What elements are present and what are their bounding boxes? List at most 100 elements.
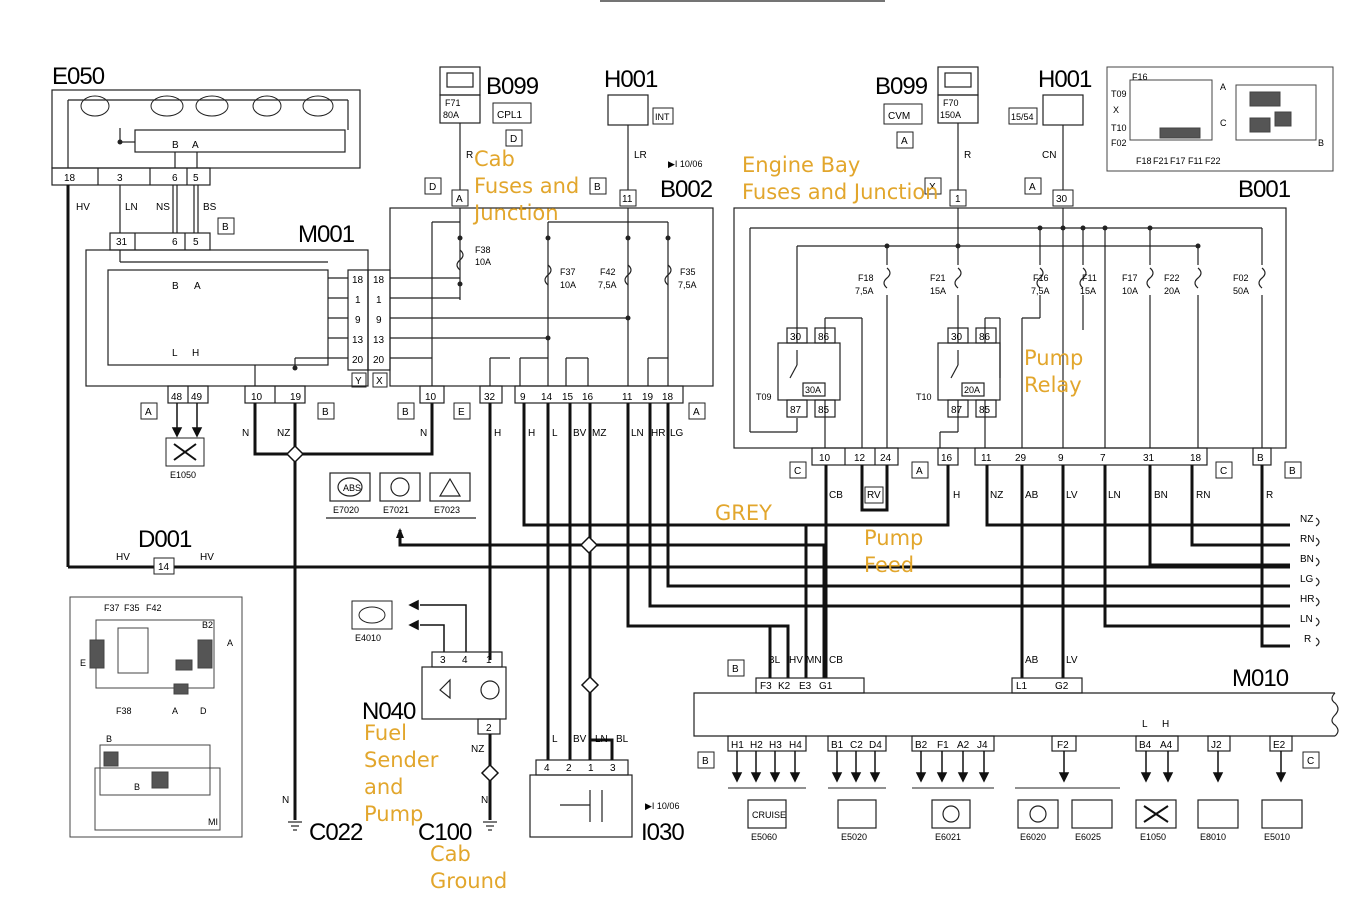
wire-label-ln: LN (125, 202, 138, 213)
svg-text:K2: K2 (778, 681, 791, 692)
b002-fuse-symbols (456, 249, 672, 286)
svg-text:RN: RN (1300, 534, 1314, 545)
svg-text:12: 12 (854, 453, 866, 464)
svg-text:20: 20 (352, 355, 364, 366)
svg-text:E6021: E6021 (935, 832, 961, 842)
note-pump-feed-2: Feed (864, 553, 914, 577)
d001-wire-hv-right: HV (200, 552, 214, 563)
svg-text:H1: H1 (731, 740, 744, 751)
svg-text:AB: AB (1025, 490, 1039, 501)
box-a-2-label: A (693, 407, 700, 418)
svg-text:LV: LV (1066, 490, 1078, 501)
box-c-1 (789, 461, 807, 479)
int-box (652, 107, 674, 125)
m010-module (693, 677, 1339, 752)
note-pump-relay-2: Relay (1024, 373, 1082, 397)
svg-text:RV: RV (867, 490, 881, 501)
b001-wire-labels: CB RV H NZ AB LV LN BN RN R (829, 490, 1273, 501)
svg-text:BL: BL (616, 734, 629, 745)
svg-text:F18: F18 (858, 273, 874, 283)
svg-text:H: H (953, 490, 960, 501)
box-x-2-label: X (929, 182, 936, 193)
svg-text:1: 1 (355, 295, 361, 306)
note-engine-bay-2: Fuses and Junction (742, 180, 939, 204)
svg-text:J2: J2 (1211, 740, 1222, 751)
box-b-7 (697, 751, 715, 769)
box-d-1-label: D (510, 134, 517, 145)
svg-text:4: 4 (544, 763, 550, 774)
m010-can-cross-icon (1143, 805, 1169, 823)
f71-label: F71 (445, 98, 461, 108)
svg-text:18: 18 (373, 275, 385, 286)
e050-gauges (80, 95, 334, 117)
box-b-1 (217, 217, 235, 235)
h001-left-label: H001 (604, 66, 658, 93)
box-e-1 (453, 402, 471, 420)
svg-text:E5010: E5010 (1264, 832, 1290, 842)
t09-pin-30: 30 (790, 332, 802, 343)
engine-fusebox-locator (1106, 66, 1334, 172)
note-cab-fuses-3: Junction (472, 201, 559, 225)
b001-outgoing-wires (806, 465, 1290, 678)
b099-right-battery (937, 66, 979, 190)
note-grey: GREY (715, 501, 772, 525)
b001-pin-30-box (1052, 189, 1074, 207)
splice-diamond-2 (579, 535, 599, 555)
ground-symbols (288, 821, 497, 831)
box-e-1-label: E (458, 407, 465, 418)
svg-text:F11: F11 (1082, 273, 1097, 283)
cruise-icon-text: CRUISE (752, 810, 786, 820)
box-x (372, 372, 388, 388)
box-d-1 (505, 129, 523, 147)
svg-text:HR: HR (651, 428, 665, 439)
svg-text:H: H (494, 428, 501, 439)
svg-text:50A: 50A (1233, 286, 1249, 296)
svg-text:A: A (227, 638, 233, 648)
svg-text:E8010: E8010 (1200, 832, 1226, 842)
svg-text:B: B (1257, 453, 1264, 464)
c022-label: C022 (309, 819, 363, 846)
box-a-4 (1024, 177, 1042, 195)
box-b-5-label: B (1289, 466, 1296, 477)
annotations: Cab Fuses and Junction Engine Bay Fuses … (364, 147, 1083, 893)
svg-text:HR: HR (1300, 594, 1314, 605)
wire-label-ns: NS (156, 202, 170, 213)
f42-label: F42 (600, 267, 616, 277)
m010-feed-wires (628, 624, 772, 678)
svg-text:LV: LV (1066, 655, 1078, 666)
engine-fusebox-locator-labels: F16 T09 X T10 F02 F18 F21 F17 F11 F22 A … (1111, 72, 1324, 166)
svg-text:20: 20 (373, 355, 385, 366)
svg-text:R: R (1304, 634, 1311, 645)
b001-internal-wiring (749, 208, 1263, 448)
svg-text:LN: LN (1300, 614, 1313, 625)
svg-text:9: 9 (355, 315, 361, 326)
e7021-label: E7021 (383, 505, 409, 515)
svg-text:B4: B4 (1139, 740, 1152, 751)
e050-label: E050 (52, 63, 105, 90)
e7020-label: E7020 (333, 505, 359, 515)
wire-label-cn: CN (1042, 150, 1056, 161)
svg-text:E5020: E5020 (841, 832, 867, 842)
f38-label: F38 (475, 245, 491, 255)
m001-b002-wires (390, 277, 630, 386)
b099-left-battery (439, 66, 481, 190)
svg-text:1: 1 (376, 295, 382, 306)
wire-label-r-2: R (964, 150, 971, 161)
d001-pin-box (153, 557, 175, 575)
f35-amps: 7,5A (678, 280, 697, 290)
svg-text:H3: H3 (769, 740, 782, 751)
svg-text:G2: G2 (1055, 681, 1069, 692)
svg-text:B2: B2 (915, 740, 928, 751)
i030-label: I030 (641, 819, 684, 846)
note-fuel-sender-3: and (364, 775, 404, 799)
e050-pin-b: B (172, 140, 179, 151)
box-a-4-label: A (1029, 182, 1036, 193)
box-b-4 (397, 402, 415, 420)
svg-text:RN: RN (1196, 490, 1210, 501)
svg-text:7,5A: 7,5A (855, 286, 874, 296)
grey-arrow (396, 528, 404, 538)
m001-pin-h: H (192, 348, 199, 359)
note-pump-relay-1: Pump (1024, 346, 1083, 370)
m010-pin-l: L (1142, 719, 1148, 730)
svg-text:C: C (1220, 118, 1227, 128)
